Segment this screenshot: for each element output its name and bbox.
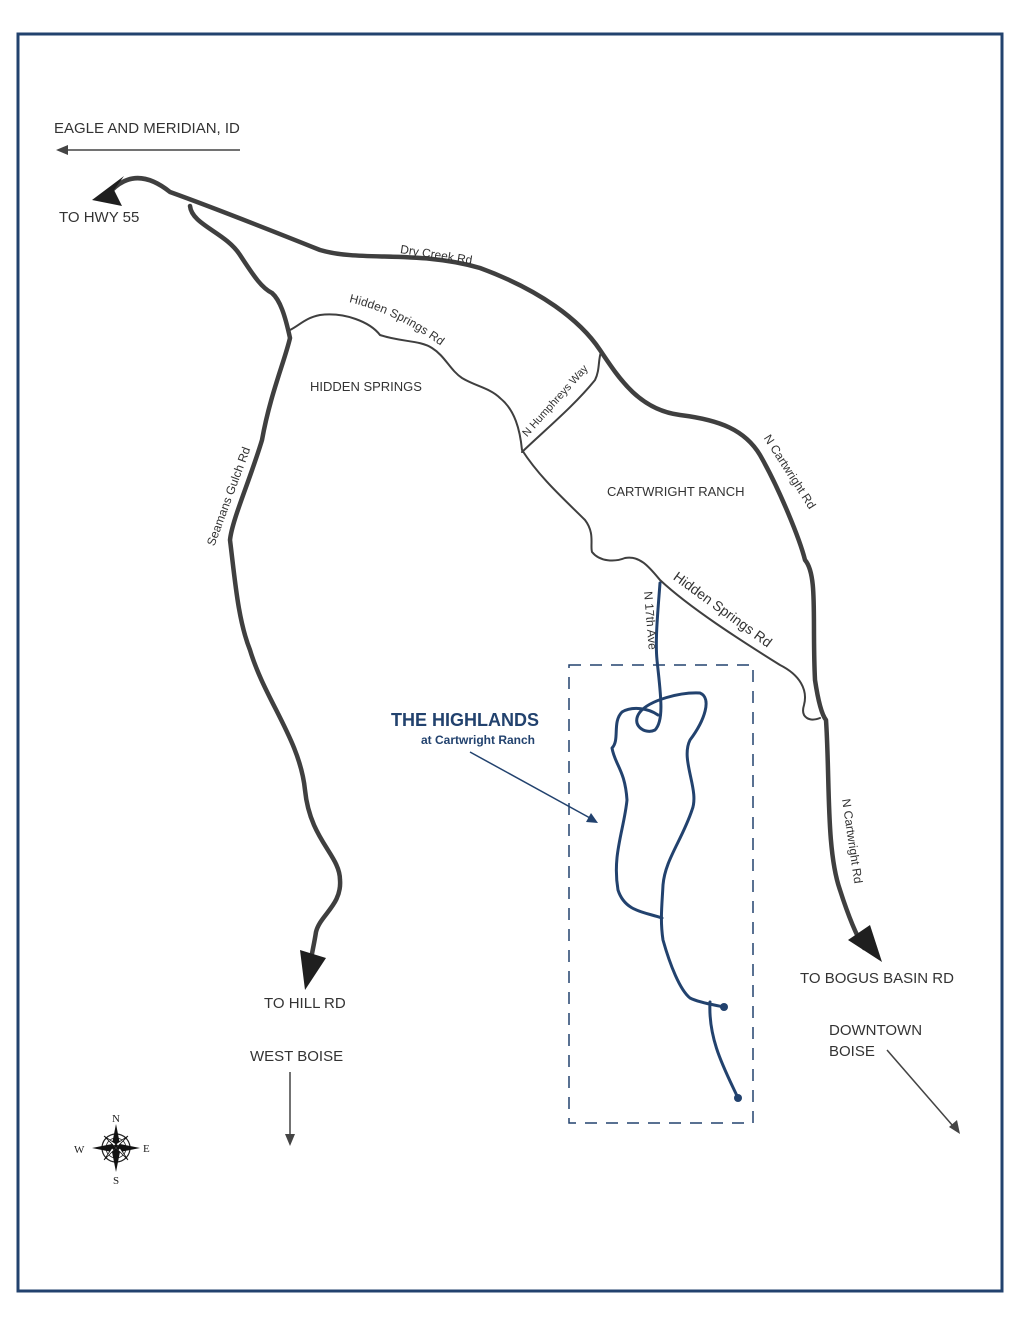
n-17th-ave — [635, 581, 726, 1009]
direction-arrows — [56, 145, 960, 1146]
road-end-dot — [720, 1003, 728, 1011]
dry-creek-road — [109, 175, 867, 951]
highlands-title: THE HIGHLANDS — [391, 710, 539, 730]
highlands-boundary — [568, 664, 754, 1124]
highlands-spur — [708, 1000, 740, 1100]
n-cartwright-road-lower-label: N Cartwright Rd — [839, 798, 865, 885]
highlands-pointer-arrow-head-icon — [586, 813, 598, 823]
downtown-label: DOWNTOWN — [829, 1022, 922, 1039]
minor-roads — [289, 313, 821, 721]
n-humphreys-way-label: N Humphreys Way — [520, 362, 591, 439]
west-boise-arrow-head-icon — [285, 1134, 295, 1146]
bogus-basin-label: TO BOGUS BASIN RD — [800, 970, 954, 987]
hill-rd-arrowhead-icon — [300, 950, 326, 990]
n-17th-ave-label: N 17th Ave — [641, 591, 660, 651]
highlands-roads — [610, 581, 742, 1102]
cartwright-ranch-area-label: CARTWRIGHT RANCH — [607, 484, 744, 499]
compass-s: S — [113, 1175, 119, 1187]
hwy55-arrowhead-icon — [92, 176, 124, 206]
compass-n: N — [112, 1113, 120, 1125]
boise-label: BOISE — [829, 1043, 875, 1060]
highlands-loop — [610, 706, 664, 920]
compass-rose-icon: N S E W — [74, 1113, 150, 1187]
seamans-gulch-road-label: Seamans Gulch Rd — [204, 445, 253, 548]
hill-rd-label: TO HILL RD — [264, 995, 346, 1012]
compass-w: W — [74, 1144, 85, 1156]
downtown-boise-arrow — [886, 1049, 954, 1127]
n-humphreys-way — [521, 351, 602, 453]
hidden-springs-area-label: HIDDEN SPRINGS — [310, 379, 422, 394]
hidden-springs-road-lower-label: Hidden Springs Rd — [671, 568, 776, 650]
map-frame — [16, 32, 1004, 1293]
hwy55-label: TO HWY 55 — [59, 209, 139, 226]
main-roads — [109, 175, 867, 963]
compass-e: E — [143, 1143, 150, 1155]
downtown-boise-arrow-head-icon — [949, 1120, 960, 1134]
eagle-meridian-label: EAGLE AND MERIDIAN, ID — [54, 120, 240, 137]
highlands-pointer-arrow — [469, 751, 591, 819]
west-boise-label: WEST BOISE — [250, 1048, 343, 1065]
highlands-subtitle: at Cartwright Ranch — [421, 733, 535, 747]
hidden-springs-road-upper — [289, 313, 821, 721]
road-end-dot — [734, 1094, 742, 1102]
seamans-gulch-road — [187, 203, 343, 963]
dry-creek-road-label: Dry Creek Rd — [399, 242, 473, 267]
bogus-basin-arrowhead-icon — [848, 925, 882, 962]
eagle-meridian-arrow-head-icon — [56, 145, 68, 155]
